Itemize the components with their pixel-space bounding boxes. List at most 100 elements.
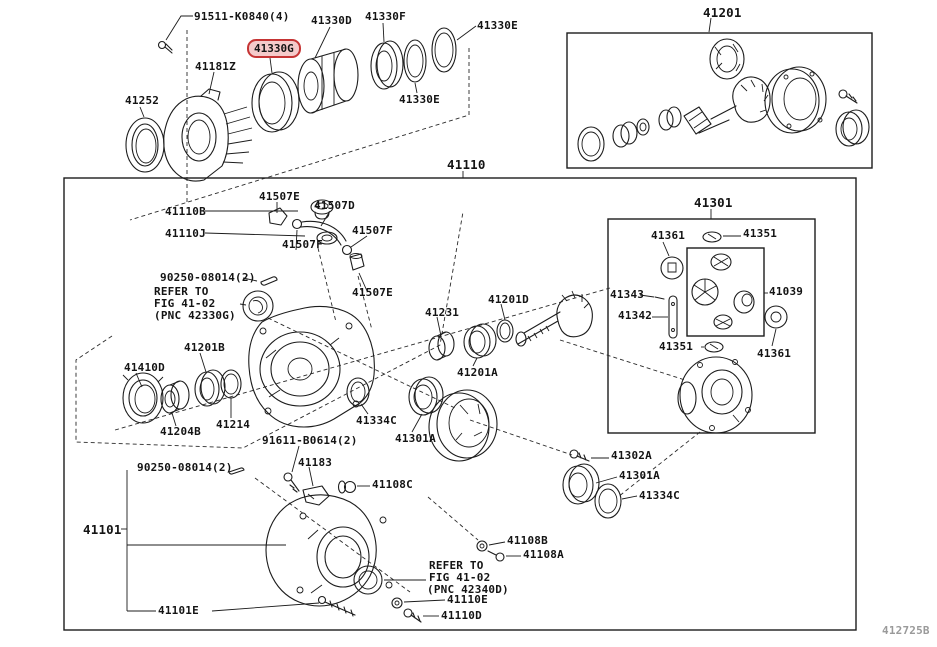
part-label-91511: 91511-K0840(4) bbox=[194, 10, 290, 23]
refer-note-line1: REFER TO bbox=[154, 285, 209, 298]
leader-lines bbox=[121, 15, 777, 617]
part-label-41108A: 41108A bbox=[523, 548, 564, 561]
coupling-41330D-icon bbox=[297, 48, 359, 114]
breather-plug-41110B-icon bbox=[310, 199, 334, 220]
part-label-41302A: 41302A bbox=[611, 449, 652, 462]
part-label-91611: 91611-B0614(2) bbox=[262, 434, 358, 447]
seal-41252-icon bbox=[125, 117, 165, 173]
bolt-41110D-icon bbox=[403, 608, 422, 623]
plug-41108C-icon bbox=[337, 480, 357, 494]
part-label-41361-low: 41361 bbox=[757, 347, 792, 360]
housing-41181Z-icon bbox=[163, 88, 253, 182]
part-label-41201B: 41201B bbox=[184, 341, 225, 354]
part-label-41301: 41301 bbox=[694, 195, 733, 210]
part-label-41410D: 41410D bbox=[124, 361, 165, 374]
refer-note-line3: (PNC 42330G) bbox=[154, 309, 236, 322]
refer-note2-line2: FIG 41-02 bbox=[429, 571, 491, 584]
bearing-race-41330G-icon bbox=[251, 71, 300, 133]
part-label-41110D: 41110D bbox=[441, 609, 482, 622]
bolt-41101E-icon bbox=[317, 595, 356, 617]
nut-41108B-icon bbox=[476, 540, 488, 552]
drum-bearing-icon bbox=[428, 389, 498, 462]
part-label-90250-low: 90250-08014(2) bbox=[137, 461, 233, 474]
part-label-41110J: 41110J bbox=[165, 227, 206, 240]
part-label-41351-top: 41351 bbox=[743, 227, 778, 240]
collar-41204B-icon bbox=[160, 380, 190, 414]
drive-pinion-icon bbox=[515, 290, 593, 347]
seal-41214-icon bbox=[220, 369, 242, 399]
part-label-41361-top: 41361 bbox=[651, 229, 686, 242]
bearing-41201B-icon bbox=[194, 369, 226, 407]
washer-41110E-icon bbox=[391, 597, 403, 609]
spacer-41231-icon bbox=[428, 331, 455, 361]
refer-note2-line1: REFER TO bbox=[429, 559, 484, 572]
part-label-41108C: 41108C bbox=[372, 478, 413, 491]
assembly-axis-lines bbox=[75, 30, 701, 593]
ring-41410D-icon bbox=[122, 372, 164, 424]
ring-41330E-lower-icon bbox=[403, 39, 427, 83]
breather-hose-41507-icon bbox=[268, 207, 365, 271]
part-label-41214: 41214 bbox=[216, 418, 251, 431]
part-label-41351-low: 41351 bbox=[659, 340, 694, 353]
part-label-41507F-mid: 41507F bbox=[282, 238, 323, 251]
bolt-41108A-icon bbox=[487, 550, 505, 562]
part-label-41201: 41201 bbox=[703, 5, 742, 20]
plate-41183-icon bbox=[302, 485, 330, 506]
seal-42340D-icon bbox=[353, 565, 383, 595]
part-label-41334C-mid: 41334C bbox=[356, 414, 397, 427]
pin-90250-upper-icon bbox=[260, 276, 278, 286]
washer-41201D-icon bbox=[496, 319, 514, 343]
bolt-91611-icon bbox=[283, 472, 300, 493]
bearing-41201A-icon bbox=[463, 323, 497, 359]
part-label-41330G-highlighted: 41330G bbox=[247, 39, 301, 58]
part-label-41507E-low: 41507E bbox=[352, 286, 393, 299]
part-label-41108B: 41108B bbox=[507, 534, 548, 547]
part-label-41110B: 41110B bbox=[165, 205, 206, 218]
part-label-41204B: 41204B bbox=[160, 425, 201, 438]
carrier-housing-icon bbox=[248, 305, 375, 428]
pin-90250-lower-icon bbox=[228, 467, 245, 475]
figure-code: 412725B bbox=[882, 624, 930, 637]
part-label-41342: 41342 bbox=[618, 309, 653, 322]
differential-case-icon bbox=[677, 356, 753, 434]
race-41334C-low-icon bbox=[594, 483, 622, 519]
part-label-41343: 41343 bbox=[610, 288, 645, 301]
part-label-41110: 41110 bbox=[447, 157, 486, 172]
part-label-41183: 41183 bbox=[298, 456, 333, 469]
coupling-42330G-icon bbox=[242, 290, 274, 322]
final-gear-kit-41201-icon bbox=[577, 38, 870, 162]
part-label-41301A-low: 41301A bbox=[619, 469, 660, 482]
part-label-41101E: 41101E bbox=[158, 604, 199, 617]
part-label-90250-top: 90250-08014(2) bbox=[160, 271, 256, 284]
bearing-41330F-icon bbox=[370, 40, 404, 90]
screw-91511-icon bbox=[157, 40, 173, 54]
bolt-41302A-icon bbox=[569, 449, 590, 462]
part-label-41231: 41231 bbox=[425, 306, 460, 319]
ring-41330E-upper-icon bbox=[431, 27, 457, 73]
bearing-41301A-low-icon bbox=[562, 463, 600, 505]
part-label-41507E-top: 41507E bbox=[259, 190, 300, 203]
case-41101-icon bbox=[265, 494, 393, 607]
part-label-41252: 41252 bbox=[125, 94, 160, 107]
frame-boxes bbox=[63, 32, 873, 631]
bearing-41301A-mid-icon bbox=[408, 376, 444, 416]
part-label-41330F: 41330F bbox=[365, 10, 406, 23]
part-label-41330E-low: 41330E bbox=[399, 93, 440, 106]
part-label-41039: 41039 bbox=[769, 285, 804, 298]
part-label-41330E-top: 41330E bbox=[477, 19, 518, 32]
part-label-41110E: 41110E bbox=[447, 593, 488, 606]
part-label-41181Z: 41181Z bbox=[195, 60, 236, 73]
part-label-41101: 41101 bbox=[83, 522, 122, 537]
diff-case-kit-41301-icon bbox=[654, 231, 788, 353]
part-label-41201D: 41201D bbox=[488, 293, 529, 306]
part-label-41334C-low: 41334C bbox=[639, 489, 680, 502]
part-label-41201A: 41201A bbox=[457, 366, 498, 379]
part-label-41301A-mid: 41301A bbox=[395, 432, 436, 445]
part-label-41507D: 41507D bbox=[314, 199, 355, 212]
refer-note-line2: FIG 41-02 bbox=[154, 297, 216, 310]
refer-note2-line3: (PNC 42340D) bbox=[427, 583, 509, 596]
part-label-41507F-right: 41507F bbox=[352, 224, 393, 237]
part-label-41330D: 41330D bbox=[311, 14, 352, 27]
